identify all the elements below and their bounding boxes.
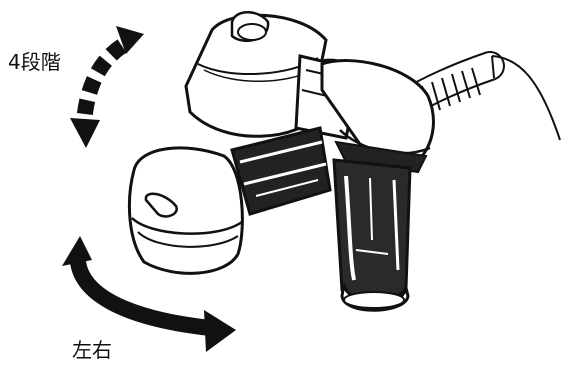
swivel-label: 左右 xyxy=(72,334,112,363)
tilt-arrow-icon xyxy=(70,26,144,148)
swivel-joint xyxy=(322,61,433,172)
handle xyxy=(334,160,410,310)
tilt-label: 4段階 xyxy=(8,46,61,75)
lower-head xyxy=(129,128,330,273)
